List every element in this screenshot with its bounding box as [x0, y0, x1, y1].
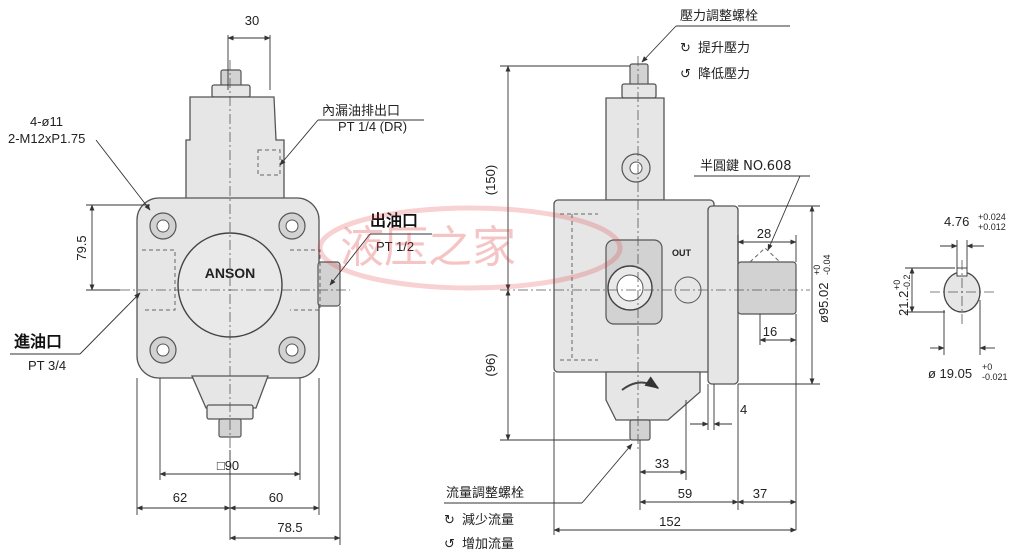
dim-33: 33	[655, 456, 669, 471]
side-lower-housing	[605, 371, 701, 421]
svg-text:-0.021: -0.021	[982, 372, 1008, 382]
hole-spec-2: 2-M12xP1.75	[8, 131, 85, 146]
dim-key-width: 4.76	[944, 214, 969, 229]
out-marking: OUT	[672, 248, 692, 258]
side-upper-tower	[605, 97, 665, 201]
dim-top-width: 30	[245, 13, 259, 28]
rotate-ccw-icon: ↺	[444, 537, 455, 552]
dim-key-height: 21.2 +0 -0.2	[892, 274, 912, 316]
svg-text:+0: +0	[892, 280, 902, 290]
outlet-port: PT 1/2	[376, 239, 414, 254]
svg-text:液压之家: 液压之家	[340, 222, 516, 273]
dim-4: 4	[740, 402, 747, 417]
dim-left-62: 62	[173, 490, 187, 505]
hole-spec-1: 4-ø11	[30, 114, 63, 129]
svg-text:-0.2: -0.2	[902, 274, 912, 290]
dim-37: 37	[753, 486, 767, 501]
drain-port: PT 1/4 (DR)	[338, 119, 407, 134]
rotate-ccw-icon: ↺	[680, 67, 691, 82]
shaft-section-view: 4.76 +0.024 +0.012 21.2 +0 -0.2 ø 19.05 …	[892, 212, 1008, 382]
side-view: OUT 壓力調整螺栓 ↻ 提升壓力 ↺ 降低壓力 半圓鍵 NO.608	[444, 9, 832, 552]
rotate-cw-icon: ↻	[444, 513, 455, 528]
dim-bottom-78-5: 78.5	[277, 520, 302, 535]
side-flange	[707, 205, 739, 385]
dim-right-60: 60	[269, 490, 283, 505]
drain-label: 內漏油排出口	[322, 103, 400, 119]
side-flow-screw	[629, 419, 651, 441]
front-top-nut	[211, 84, 251, 98]
pressure-down-label: 降低壓力	[698, 67, 750, 82]
front-upper-housing	[185, 96, 285, 201]
front-bolt-holes	[149, 212, 306, 364]
dim-lower-96: (96)	[483, 353, 498, 376]
svg-text:+0.024: +0.024	[978, 212, 1006, 222]
svg-text:-0.04: -0.04	[822, 254, 832, 275]
dim-height-79-5: 79.5	[74, 235, 89, 260]
svg-text:ø95.02: ø95.02	[816, 283, 831, 323]
key-label: 半圓鍵 NO.608	[700, 158, 792, 174]
dim-shaft-dia: ø 19.05	[928, 366, 972, 381]
svg-text:+0.012: +0.012	[978, 222, 1006, 232]
flow-screw-label: 流量調整螺栓	[446, 486, 524, 501]
dim-flange-diameter: ø95.02 +0 -0.04	[812, 254, 832, 323]
dim-shaft-28: 28	[757, 226, 771, 241]
front-view: ANSON 30 4-ø11 2-M12xP1.75 內漏油排出口 PT 1/4…	[8, 13, 432, 545]
dim-59: 59	[678, 486, 692, 501]
dim-upper-150: (150)	[483, 165, 498, 195]
watermark: 液压之家	[317, 205, 623, 291]
outlet-label: 出油口	[370, 211, 418, 230]
svg-text:+0: +0	[982, 362, 992, 372]
svg-text:+0: +0	[812, 265, 822, 275]
flow-down-label: 減少流量	[462, 512, 514, 528]
inlet-port: PT 3/4	[28, 358, 66, 373]
front-outlet-boss	[317, 261, 341, 307]
side-shaft	[737, 261, 797, 315]
inlet-label: 進油口	[14, 332, 62, 351]
flow-up-label: 增加流量	[462, 537, 514, 552]
dim-total-152: 152	[659, 514, 681, 529]
svg-text:21.2: 21.2	[896, 291, 911, 316]
dim-square-90: □90	[217, 458, 239, 473]
rotate-cw-icon: ↻	[680, 41, 691, 56]
pressure-up-label: 提升壓力	[698, 40, 750, 56]
pressure-screw-label: 壓力調整螺栓	[680, 9, 758, 24]
dim-key-16: 16	[763, 324, 777, 339]
